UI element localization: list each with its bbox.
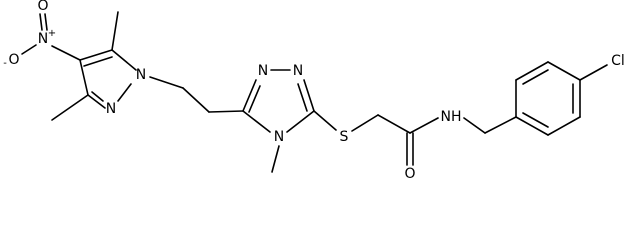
atom-label-layer: O - N + O N N N N N S O NH Cl: [3, 0, 625, 182]
bond-tz-n2-c3-double: [297, 83, 308, 112]
bond-ch2-phenyl: [484, 116, 517, 134]
bond-n-o-double-b: [44, 13, 48, 31]
bond-s-ch2: [351, 114, 379, 132]
bond-c5-methyl: [111, 11, 119, 51]
bond-n4-methyl: [271, 145, 280, 173]
bond-ph-6-1-inner: [522, 112, 549, 128]
bond-tz-c5-n1: [242, 79, 257, 112]
charge-plus: +: [48, 28, 56, 39]
bond-tz-c3-n4: [286, 110, 315, 133]
bond-pz-n2-c3: [87, 94, 106, 109]
atom-chloro: Cl: [611, 53, 625, 69]
bond-n-o-double-a: [39, 13, 43, 31]
bond-ph-6-1: [515, 116, 549, 136]
bond-ch2-triazole: [208, 110, 244, 113]
atom-nitro-o-double: O: [37, 0, 48, 14]
bond-nh-ch2: [463, 117, 486, 134]
atom-carbonyl-o: O: [404, 166, 415, 182]
bond-n-o-minus: [21, 44, 37, 55]
atom-amide-nh: NH: [441, 109, 462, 125]
bond-pz-n1-n2: [117, 83, 132, 102]
atom-thioether-s: S: [340, 129, 349, 145]
bond-c4-n-nitro: [51, 45, 81, 61]
atom-pyrazole-n1: N: [136, 67, 146, 83]
bond-tz-n4-c5: [242, 110, 271, 133]
bond-pz-c5-n1: [111, 49, 137, 71]
bond-ch2-ch2: [182, 87, 210, 113]
atom-pyrazole-n2: N: [106, 101, 116, 117]
bond-carbonyl-nh: [409, 117, 439, 134]
atom-triazole-n4: N: [274, 129, 284, 145]
bond-pz-n2-c3-double: [91, 91, 104, 102]
atom-nitro-n: N: [38, 31, 48, 47]
atom-nitro-o-minus: O: [8, 52, 19, 68]
bond-pz-c4-c5-double: [83, 56, 113, 67]
bond-c3-s: [313, 110, 337, 131]
bond-pz-c3-c4: [79, 59, 89, 96]
charge-minus: -: [3, 58, 7, 69]
bond-c3-methyl: [51, 94, 89, 121]
bond-tz-n2-c3: [303, 79, 315, 112]
bond-c-cl: [579, 64, 608, 81]
atom-triazole-n1: N: [258, 63, 268, 79]
bond-ph-2-3-inner: [522, 69, 549, 85]
bond-ch2-carbonyl: [377, 114, 411, 134]
atom-triazole-n2: N: [293, 63, 303, 79]
bond-ph-3-4: [547, 61, 581, 81]
bond-tz-c5-n1-double: [248, 85, 261, 113]
molecule-structure-diagram: O - N + O N N N N N S O NH Cl: [3, 0, 625, 182]
bond-layer: [21, 11, 608, 173]
bond-ph-2-3: [515, 61, 549, 81]
bond-pz-c4-c5: [79, 49, 113, 61]
bond-n1-ch2: [149, 76, 184, 89]
bond-ph-5-6: [547, 116, 581, 136]
